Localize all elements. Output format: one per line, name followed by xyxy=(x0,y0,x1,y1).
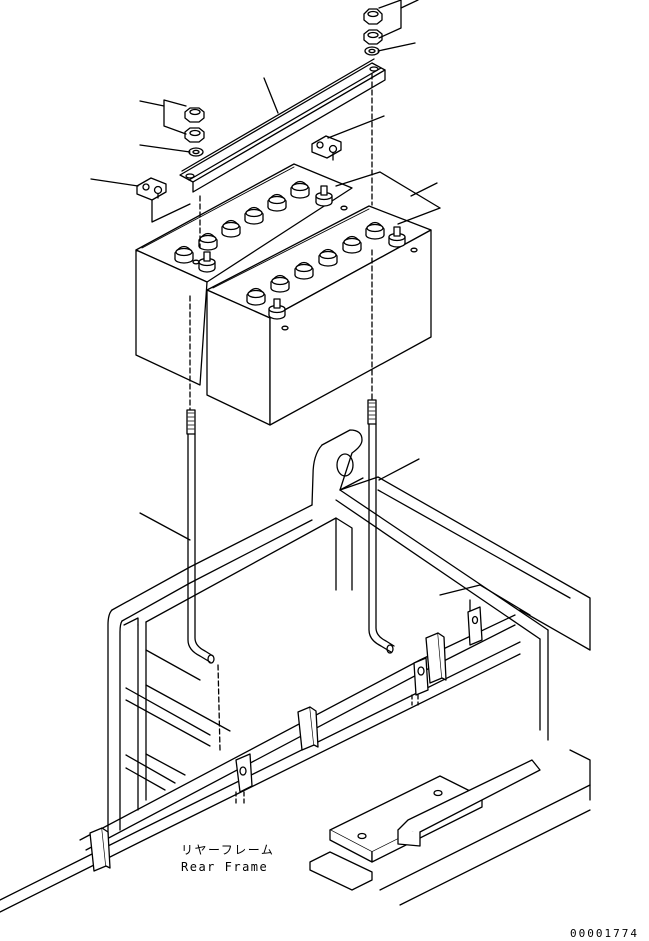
leader-line xyxy=(139,512,191,541)
rear-frame xyxy=(0,476,591,913)
j-bolt-left xyxy=(186,195,221,751)
drawing-number: 00001774 xyxy=(570,927,639,940)
rod-clip xyxy=(425,632,447,684)
leader-line xyxy=(327,115,385,139)
battery-terminal xyxy=(198,251,216,273)
battery-caps-rear xyxy=(174,180,310,264)
rod-clip xyxy=(89,827,111,872)
bar-hole xyxy=(369,66,379,72)
leader-bracket xyxy=(378,0,402,39)
leader-line xyxy=(139,100,165,107)
rear-frame-label-jp: リヤーフレーム xyxy=(181,843,275,857)
hex-nut-lower xyxy=(363,29,383,45)
bar-hole xyxy=(185,173,195,179)
rod-clip xyxy=(467,606,483,646)
leader-bracket xyxy=(163,99,187,135)
hex-nut-lower xyxy=(184,127,205,143)
leader-line xyxy=(139,144,191,153)
leader-line xyxy=(400,0,419,9)
leader-line xyxy=(90,178,139,187)
leader-line xyxy=(263,77,279,114)
terminal-clamp-left xyxy=(90,177,191,223)
hex-nut-top xyxy=(363,8,383,25)
rod-clip xyxy=(235,753,253,806)
battery-hold-down-bar xyxy=(179,58,386,193)
j-bolt-right xyxy=(367,73,395,654)
battery-terminal xyxy=(315,185,333,207)
lifting-eye-bracket xyxy=(311,429,420,506)
leader-line xyxy=(378,458,420,481)
mounting-bracket xyxy=(309,759,541,891)
rod-clip xyxy=(411,657,429,706)
washer xyxy=(364,46,380,56)
battery-terminal xyxy=(268,298,286,320)
rear-frame-label-en: Rear Frame xyxy=(181,860,269,874)
leader-bracket xyxy=(151,199,191,223)
battery-rear xyxy=(135,163,353,386)
left-hardware xyxy=(139,99,205,157)
battery-caps-front xyxy=(246,221,385,306)
top-right-hardware xyxy=(363,0,419,56)
rod-clip xyxy=(297,706,319,751)
hex-nut-top xyxy=(184,107,205,123)
terminal-clamp-right xyxy=(311,115,385,161)
battery-callout xyxy=(335,171,441,225)
battery-terminal xyxy=(388,226,406,248)
washer xyxy=(188,147,204,157)
battery-front xyxy=(192,205,432,426)
leader-line xyxy=(377,42,416,52)
